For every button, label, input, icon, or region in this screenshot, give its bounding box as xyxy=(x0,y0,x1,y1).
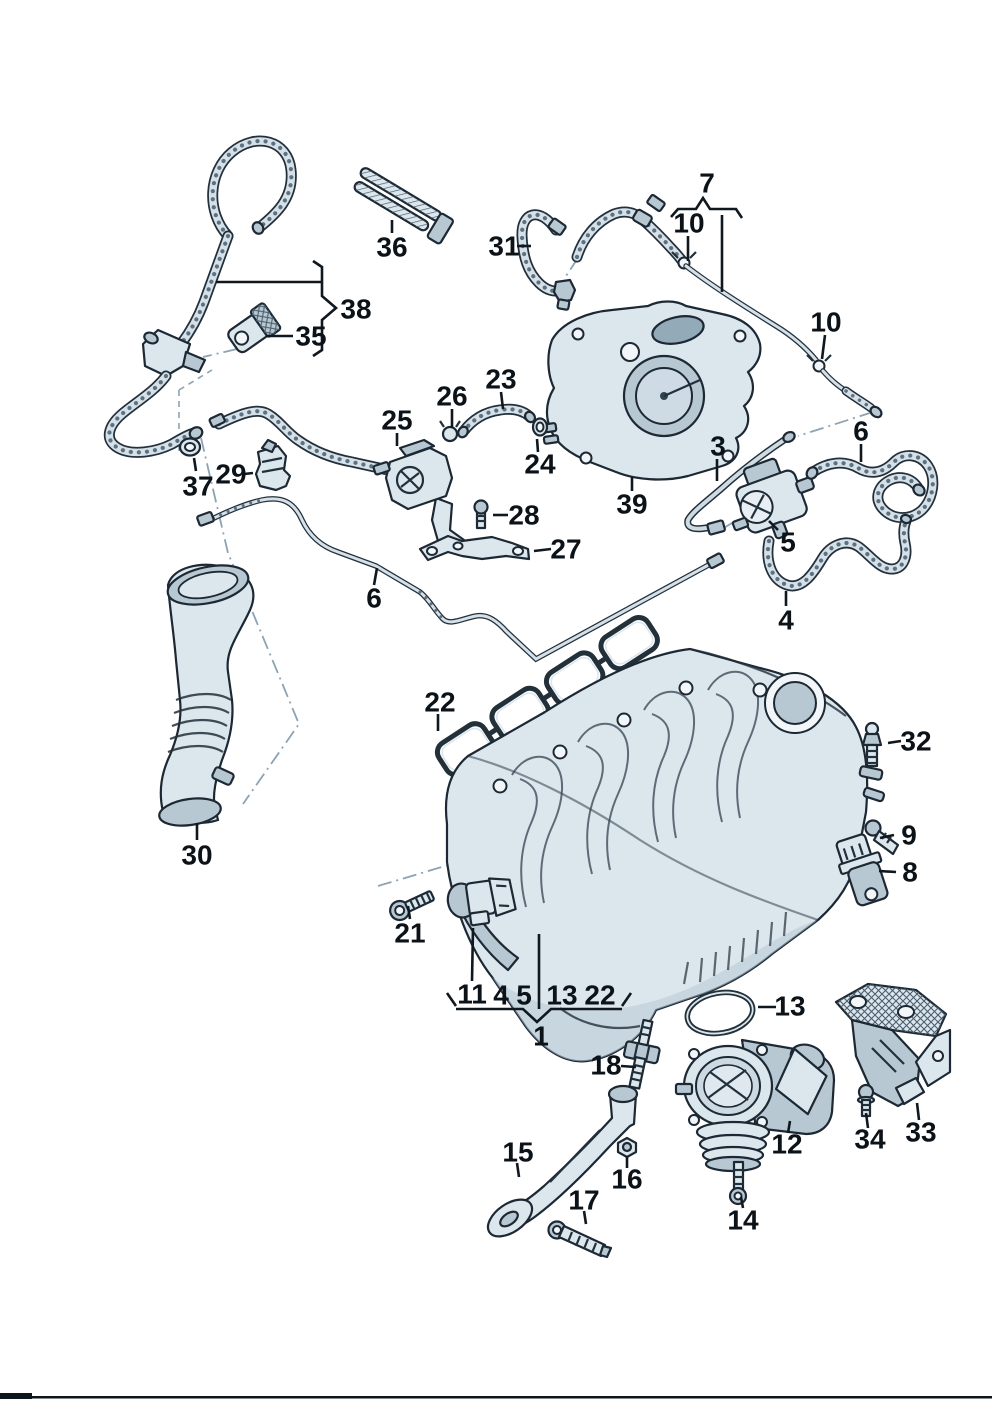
leader-29 xyxy=(243,471,254,476)
callout-25: 25 xyxy=(381,405,412,436)
callout-10-right: 10 xyxy=(810,307,841,338)
bolt-17-illustration xyxy=(547,1220,613,1259)
leader-32 xyxy=(887,739,902,745)
leader-6-left xyxy=(372,567,379,586)
callout-12: 12 xyxy=(771,1129,802,1160)
callout-31: 31 xyxy=(488,231,519,262)
leader-5 xyxy=(768,520,779,531)
callout-22-gasket: 22 xyxy=(424,687,455,718)
leader-38-brace xyxy=(312,259,338,358)
vent-hose-38-illustration xyxy=(109,141,291,452)
callout-32: 32 xyxy=(900,726,931,757)
hose-23-assembly-illustration xyxy=(439,409,549,443)
screw-32-illustration xyxy=(861,721,883,768)
callout-30: 30 xyxy=(181,840,212,871)
callout-27: 27 xyxy=(550,534,581,565)
leader-14 xyxy=(739,1196,745,1209)
leader-8 xyxy=(878,869,897,874)
retainer-clip-illustration xyxy=(254,438,292,492)
leader-18 xyxy=(620,1064,637,1069)
leader-10-right xyxy=(820,334,827,360)
hose-6-right-illustration xyxy=(805,456,932,518)
callout-22-group: 22 xyxy=(584,980,615,1011)
leader-34 xyxy=(864,1112,870,1129)
air-intake-duct-illustration xyxy=(158,563,255,827)
leader-7-bracket xyxy=(670,195,744,219)
callout-35: 35 xyxy=(295,321,326,352)
callout-9: 9 xyxy=(901,820,917,851)
sensor-8-illustration xyxy=(835,833,889,907)
callout-38: 38 xyxy=(340,294,371,325)
leader-9 xyxy=(879,833,895,840)
vacuum-pipe-3-illustration xyxy=(688,430,796,536)
sensor-35-illustration xyxy=(227,302,282,354)
callout-8: 8 xyxy=(902,857,918,888)
callout-7: 7 xyxy=(699,168,715,199)
vent-line-7-illustration xyxy=(577,194,883,419)
leader-21 xyxy=(406,905,412,920)
callout-10-left: 10 xyxy=(673,208,704,239)
o-ring-illustration xyxy=(684,989,756,1037)
callout-11-group: 11 xyxy=(457,979,487,1010)
callout-29: 29 xyxy=(215,459,246,490)
vent-hose-31-illustration xyxy=(522,215,577,311)
footer-rule xyxy=(0,1393,992,1399)
screw-34-illustration xyxy=(856,1083,876,1118)
callout-28: 28 xyxy=(508,500,539,531)
stud-18-illustration xyxy=(622,1018,661,1090)
nut-16-illustration xyxy=(616,1136,638,1159)
support-arm-illustration xyxy=(486,1084,639,1238)
callout-34: 34 xyxy=(854,1124,886,1155)
callout-24: 24 xyxy=(524,449,556,480)
hose-4-illustration xyxy=(768,513,913,586)
callout-17: 17 xyxy=(568,1185,599,1216)
leader-lines xyxy=(192,195,921,1225)
sensor-11-illustration xyxy=(446,877,517,927)
callout-6-right: 6 xyxy=(853,416,869,447)
callout-21: 21 xyxy=(394,918,425,949)
bracket-33-illustration xyxy=(834,982,952,1108)
throttle-body-illustration xyxy=(674,1038,836,1173)
callout-3: 3 xyxy=(710,431,726,462)
vacuum-pipe-6-illustration xyxy=(196,499,725,659)
leader-27 xyxy=(533,547,552,553)
screw-28-illustration xyxy=(473,499,489,530)
callout-23: 23 xyxy=(485,364,516,395)
callout-5-group: 5 xyxy=(516,980,532,1011)
callout-37: 37 xyxy=(182,471,213,502)
leader-37 xyxy=(192,457,198,472)
group-bracket xyxy=(445,992,633,1024)
callout-26: 26 xyxy=(436,381,467,412)
callout-14: 14 xyxy=(727,1205,759,1236)
callout-4-hose: 4 xyxy=(778,605,794,636)
callout-39: 39 xyxy=(616,489,647,520)
callout-36: 36 xyxy=(376,232,407,263)
callout-1: 1 xyxy=(533,1021,549,1052)
callout-6-left: 6 xyxy=(366,583,382,614)
callout-13-oring: 13 xyxy=(774,991,805,1022)
clamp-37-illustration xyxy=(178,437,202,457)
leader-15 xyxy=(515,1162,521,1178)
valve-25-assembly-illustration xyxy=(208,411,531,562)
callout-13-group: 13 xyxy=(546,980,577,1011)
leader-33 xyxy=(915,1102,921,1121)
callout-18: 18 xyxy=(590,1050,621,1081)
callout-5-valve: 5 xyxy=(780,527,796,558)
cable-tie-illustration xyxy=(353,167,454,245)
leader-23 xyxy=(499,391,505,410)
leader-11 xyxy=(470,927,475,982)
engine-cover-illustration xyxy=(538,300,762,481)
bolt-21-illustration xyxy=(389,890,435,922)
callout-4-group: 4 xyxy=(493,980,509,1011)
intake-manifold-illustration xyxy=(444,647,886,1063)
callout-16: 16 xyxy=(611,1164,642,1195)
callout-33: 33 xyxy=(905,1117,936,1148)
leader-12 xyxy=(786,1120,792,1134)
callout-15: 15 xyxy=(502,1137,533,1168)
leader-17 xyxy=(582,1210,588,1225)
valve-5-illustration xyxy=(731,457,815,540)
leader-24 xyxy=(535,438,540,453)
